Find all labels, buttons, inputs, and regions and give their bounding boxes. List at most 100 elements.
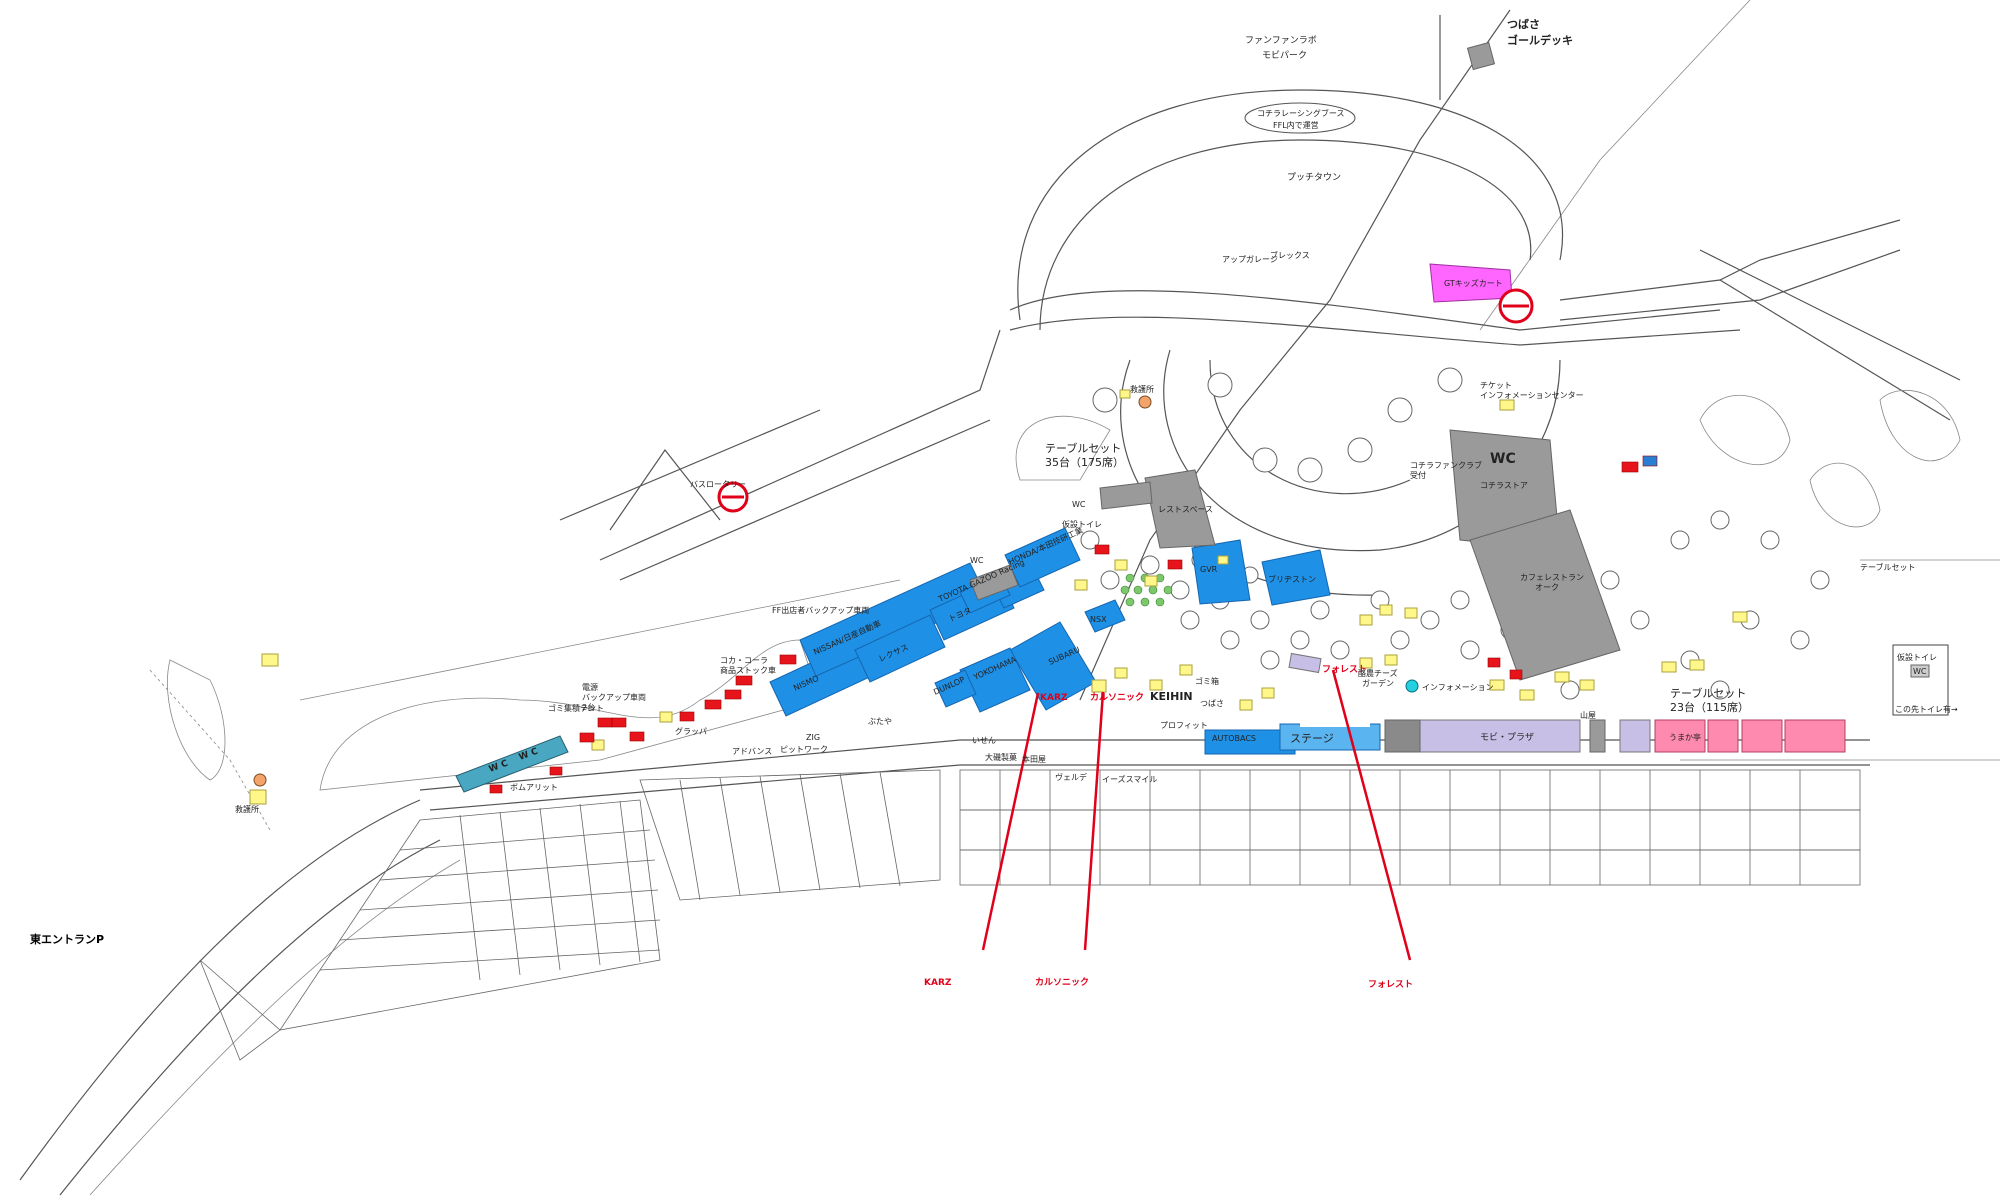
label-table-set-35: テーブルセット — [1045, 441, 1121, 455]
misc-labels: 救護所 WC WC ゴミ集積テント FF出店者バックアップ車両 コカ・コーラ 商… — [235, 384, 1916, 814]
booth-lexus — [854, 614, 946, 683]
callout-forest-small: フォレスト — [1322, 664, 1367, 675]
label-mobi-park: モビパーク — [1262, 50, 1307, 61]
label-sub-gate: つばさ — [1200, 699, 1224, 708]
label-fan-club: コチラファンクラブ — [1410, 460, 1482, 470]
label-mobi-plaza: モビ・プラザ — [1480, 732, 1534, 743]
booth-yokohama — [959, 647, 1031, 713]
label-temp-toilet: 仮設トイレ — [1897, 652, 1937, 662]
label-kochira-racing: コチラレーシングブース — [1257, 108, 1344, 118]
blue-booths — [769, 527, 1381, 755]
shop-label-4: ピットワーク — [780, 745, 828, 754]
gold-deck-building — [1466, 41, 1496, 71]
lav-block-2 — [1619, 719, 1651, 753]
misc-label-ffl-tent: FF出店者バックアップ車両 — [772, 605, 869, 615]
pink-block-3 — [1741, 719, 1783, 753]
red-trucks — [489, 455, 1658, 794]
shop-label-7: プロフィット — [1160, 721, 1208, 730]
misc-label-cola: コカ・コーラ — [720, 656, 768, 665]
label-pucchi-town: プッチタウン — [1287, 172, 1341, 183]
label-cafe-sub: オーク — [1535, 583, 1559, 592]
callout-labels: KARZ カルソニック フォレスト KARZ カルソニック フォレスト — [924, 664, 1413, 990]
label-table-set-23: テーブルセット — [1670, 686, 1746, 700]
lavender-pink-blocks — [1288, 263, 1846, 753]
booth-bridgestone — [1261, 549, 1331, 606]
misc-label-power: 電源 — [582, 683, 598, 692]
label-ticket: チケット — [1480, 381, 1512, 390]
pit-grid — [199, 769, 1861, 1061]
callout-karz: KARZ — [924, 978, 952, 988]
label-table-set-35-count: 35台（175席） — [1045, 455, 1124, 469]
misc-label-wc-b: WC — [970, 556, 984, 565]
shop-label-13: ぶたや — [868, 717, 892, 726]
callout-karz-small: KARZ — [1040, 693, 1068, 703]
green-tree-cluster — [1120, 573, 1173, 607]
bush-clumps — [167, 389, 1961, 791]
booth-label-bridgestone: ブリヂストン — [1268, 574, 1316, 584]
booth-label-gvr: GVR — [1200, 565, 1218, 574]
pink-block-4 — [1784, 719, 1846, 753]
label-autobacs: AUTOBACS — [1212, 734, 1256, 743]
misc-label-wc-a: WC — [1072, 500, 1086, 509]
pink-block-1 — [1654, 719, 1706, 753]
shop-label-9: ヴェルデ — [1055, 772, 1087, 782]
booth-gvr — [1191, 539, 1251, 605]
label-cheese: 酪農チーズ — [1358, 668, 1398, 678]
gray-buildings — [969, 41, 1621, 753]
callout-carsonic: カルソニック — [1035, 977, 1089, 988]
misc-label-garbage: ゴミ箱 — [1195, 676, 1219, 686]
misc-label-ticket-tent: ゴミ集積テント — [548, 703, 604, 713]
misc-label-power2: バックアップ車両 — [582, 692, 646, 702]
label-info-center: インフォメーションセンター — [1480, 391, 1584, 400]
shop-label-11: いせん — [972, 736, 996, 745]
label-wc-big: WC — [1490, 451, 1516, 467]
label-stage: ステージ — [1290, 732, 1334, 745]
label-gt-kids-cart: GTキッズカート — [1444, 278, 1503, 288]
booth-label-nsx: NSX — [1090, 615, 1107, 624]
label-keihin: KEIHIN — [1150, 690, 1193, 703]
callout-forest: フォレスト — [1368, 979, 1413, 990]
shop-label-3: グラッパ — [675, 726, 707, 736]
label-rest-space: レストスペース — [1158, 505, 1213, 514]
label-this-toilet: この先トイレ有→ — [1895, 704, 1958, 714]
label-tsubasa: つばさ — [1507, 17, 1540, 31]
shop-label-15: 山屋 — [1580, 710, 1596, 720]
shop-label-14: うまか亭 — [1669, 732, 1701, 742]
label-table-set-23-count: 23台（115席） — [1670, 700, 1749, 714]
label-kochira-store: コチラストア — [1480, 481, 1528, 490]
label-fan-club-sub: 受付 — [1410, 470, 1426, 480]
pink-block-2 — [1707, 719, 1739, 753]
rest-space-building — [1144, 469, 1216, 549]
label-information: インフォメーション — [1422, 683, 1494, 692]
label-cheese-sub: ガーデン — [1362, 678, 1394, 688]
wc-building-left — [969, 564, 1019, 601]
misc-label-toilet-temp: 仮設トイレ — [1062, 519, 1102, 529]
shop-label-2: アドバンス — [732, 747, 772, 756]
shop-label-12: 本田屋 — [1022, 754, 1046, 764]
label-fanfan-labo: ファンファンラボ — [1245, 35, 1317, 46]
toilet-legend-box — [1892, 644, 1949, 716]
callout-carsonic-small: カルソニック — [1090, 692, 1144, 703]
label-kochira-racing-sub: FFL内で運営 — [1273, 120, 1319, 130]
shop-label-0: アップガレージ — [1222, 254, 1278, 264]
label-bus-rotary: バスロータリー — [690, 480, 746, 489]
shop-labels: アップガレージ ブレックス アドバンス グラッパ ピットワーク ZIG イーズス… — [510, 250, 1701, 792]
lav-block-3 — [1288, 652, 1322, 674]
yellow-tents — [249, 389, 1748, 805]
misc-label-power3: 2台 — [582, 702, 595, 712]
wc-building-top — [1099, 481, 1153, 510]
misc-label-table: テーブルセット — [1860, 562, 1916, 572]
label-cafe: カフェレストラン — [1520, 573, 1584, 582]
booth-dunlop — [934, 669, 977, 708]
label-wc-box: WC — [1913, 667, 1927, 676]
left-wc-banner: W C W C — [455, 735, 569, 793]
shop-label-10: ボムアリット — [510, 783, 558, 792]
cafe-restaurant-building — [1469, 509, 1621, 681]
booth-nsx — [1084, 599, 1126, 633]
shop-label-1: ブレックス — [1270, 250, 1310, 260]
label-gold-deck: ゴールデッキ — [1507, 33, 1573, 47]
misc-label-bank: 救護所 — [235, 804, 259, 814]
page-title: 東エントランP — [30, 932, 104, 946]
shop-label-6: イーズスマイル — [1102, 774, 1157, 784]
